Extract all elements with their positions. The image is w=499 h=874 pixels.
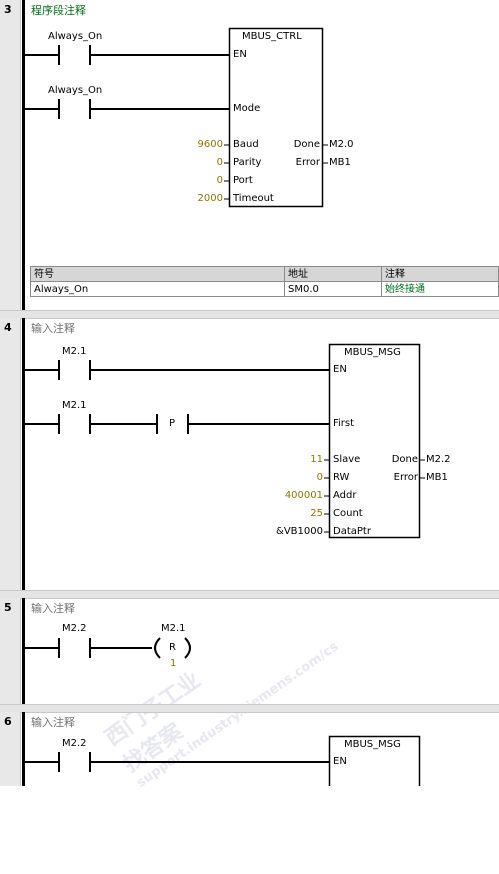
network-5[interactable]: 5 输入注释 M2.2 M2.1 R 1 — [0, 598, 499, 704]
pin-en: EN — [333, 364, 347, 375]
network-separator — [0, 590, 499, 599]
ladder-diagram — [25, 27, 328, 208]
network-number-column — [0, 318, 21, 590]
ladder-diagram — [25, 735, 421, 786]
pin-rw: RW — [333, 472, 350, 483]
pin-count: Count — [333, 508, 363, 519]
network-separator — [0, 310, 499, 319]
network-number: 3 — [4, 3, 12, 16]
ladder-diagram — [25, 343, 425, 539]
pin-dataptr: DataPtr — [333, 526, 371, 537]
network-number: 4 — [4, 321, 12, 334]
mbus-ctrl-box — [228, 27, 324, 208]
coil-left — [154, 637, 161, 659]
symbol-cell: Always_On — [30, 281, 285, 297]
box-title: MBUS_MSG — [344, 739, 401, 750]
comment-cell: 始终接通 — [381, 281, 499, 297]
operand-error[interactable]: MB1 — [426, 472, 448, 483]
contact-label[interactable]: M2.2 — [62, 623, 87, 634]
box-title: MBUS_MSG — [344, 347, 401, 358]
network-4[interactable]: 4 输入注释 M2.1 M2.1 P MBUS_MSG EN First Sla… — [0, 318, 499, 791]
pin-mode: Mode — [233, 103, 261, 114]
address-cell: SM0.0 — [284, 281, 382, 297]
network-3[interactable]: 3 程序段注释 Always_On Always_On MBUS_CTRL EN… — [0, 0, 499, 310]
network-number-column — [0, 712, 21, 786]
network-number: 5 — [4, 601, 12, 614]
edge-contact-type: P — [169, 418, 176, 429]
operand-parity[interactable]: 0 — [216, 157, 223, 168]
contact-label[interactable]: Always_On — [48, 31, 103, 42]
operand-count[interactable]: 25 — [310, 508, 323, 519]
box-title: MBUS_CTRL — [242, 31, 302, 42]
operand-addr[interactable]: 400001 — [284, 490, 323, 501]
operand-error[interactable]: MB1 — [329, 157, 351, 168]
comment-header: 注释 — [381, 266, 499, 282]
pin-done: Done — [391, 454, 418, 465]
pin-timeout: Timeout — [233, 193, 274, 204]
operand-slave[interactable]: 11 — [310, 454, 323, 465]
pin-en: EN — [233, 49, 247, 60]
address-header: 地址 — [284, 266, 382, 282]
network-number-column — [0, 0, 21, 310]
pin-done: Done — [293, 139, 320, 150]
symbol-header: 符号 — [30, 266, 285, 282]
pin-addr: Addr — [333, 490, 357, 501]
pin-error: Error — [295, 157, 320, 168]
mbus-msg-box — [328, 343, 421, 539]
coil-count[interactable]: 1 — [170, 658, 177, 669]
power-rail — [22, 712, 25, 786]
ladder-diagram — [25, 637, 191, 659]
operand-baud[interactable]: 9600 — [197, 139, 223, 150]
mbus-msg-box — [328, 735, 421, 786]
operand-dataptr[interactable]: &VB1000 — [276, 526, 323, 537]
operand-timeout[interactable]: 2000 — [197, 193, 223, 204]
pin-port: Port — [233, 175, 253, 186]
network-comment[interactable]: 程序段注释 — [31, 4, 86, 17]
symbol-table: 符号 地址 注释 Always_On SM0.0 始终接通 — [30, 266, 499, 297]
power-rail — [22, 598, 25, 704]
coil-type: R — [169, 642, 176, 653]
network-separator — [0, 704, 499, 713]
coil-right — [184, 637, 191, 659]
operand-rw[interactable]: 0 — [316, 472, 323, 483]
pin-first: First — [333, 418, 355, 429]
network-comment[interactable]: 输入注释 — [31, 322, 75, 335]
pin-parity: Parity — [233, 157, 262, 168]
pin-error: Error — [393, 472, 418, 483]
network-number-column — [0, 598, 21, 704]
power-rail — [22, 318, 25, 590]
pin-en: EN — [333, 756, 347, 767]
network-comment[interactable]: 输入注释 — [31, 716, 75, 729]
network-comment[interactable]: 输入注释 — [31, 602, 75, 615]
coil-address[interactable]: M2.1 — [161, 623, 186, 634]
network-6[interactable]: 6 输入注释 M2.2 MBUS_MSG EN — [0, 712, 499, 786]
contact-label[interactable]: M2.1 — [62, 400, 87, 411]
operand-port[interactable]: 0 — [216, 175, 223, 186]
operand-done[interactable]: M2.0 — [329, 139, 354, 150]
network-number: 6 — [4, 715, 12, 728]
operand-done[interactable]: M2.2 — [426, 454, 451, 465]
contact-label[interactable]: M2.2 — [62, 738, 87, 749]
pin-baud: Baud — [233, 139, 259, 150]
contact-label[interactable]: M2.1 — [62, 346, 87, 357]
pin-slave: Slave — [333, 454, 361, 465]
power-rail — [22, 0, 25, 310]
contact-label[interactable]: Always_On — [48, 85, 103, 96]
